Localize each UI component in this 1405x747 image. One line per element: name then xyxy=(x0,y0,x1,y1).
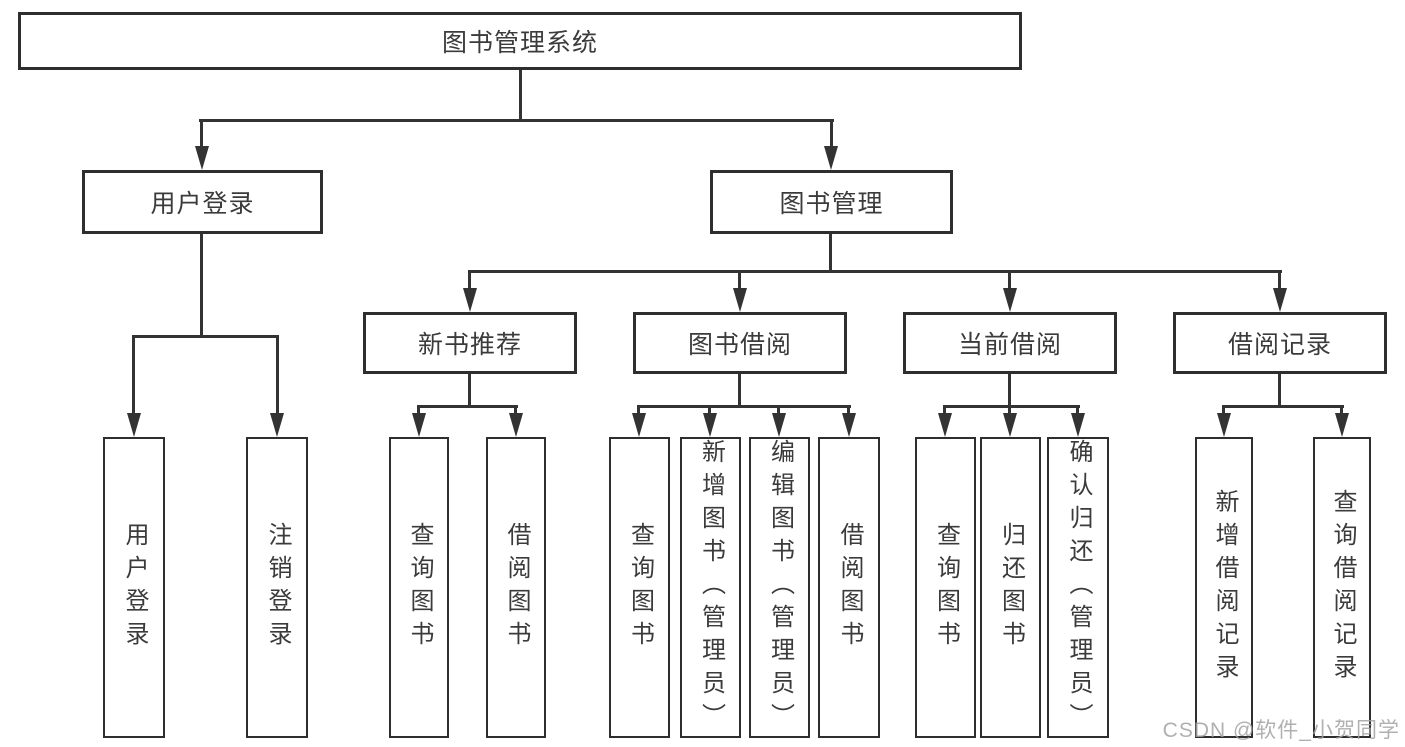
arrow-down-icon xyxy=(1217,413,1231,437)
node-label: 编辑图书（管理员） xyxy=(766,439,794,736)
node-borrowing-records: 借阅记录 xyxy=(1173,312,1387,374)
node-library-management-system: 图书管理系统 xyxy=(18,12,1022,70)
arrow-down-icon xyxy=(938,413,952,437)
arrow-down-icon xyxy=(270,413,284,437)
node-label: 借阅图书 xyxy=(836,521,863,654)
connector-line xyxy=(830,119,833,149)
node-label: 图书管理系统 xyxy=(441,29,598,57)
connector-line xyxy=(1278,374,1281,408)
connector-line xyxy=(943,405,1080,408)
node-label: 新增借阅记录 xyxy=(1211,488,1238,687)
connector-line xyxy=(708,405,711,415)
node-leaf-query-books-borrow: 查询图书 xyxy=(609,437,670,738)
node-book-management: 图书管理 xyxy=(710,170,953,234)
arrow-down-icon xyxy=(842,413,856,437)
node-label: 图书管理 xyxy=(779,190,884,218)
node-label: 查询借阅记录 xyxy=(1329,488,1356,687)
node-label: 查询图书 xyxy=(626,521,654,654)
connector-line xyxy=(1076,405,1079,415)
node-leaf-user-login: 用户登录 xyxy=(103,437,165,738)
node-label: 新增图书（管理员） xyxy=(697,439,725,736)
node-label: 查询图书 xyxy=(932,521,960,654)
connector-line xyxy=(738,374,741,408)
arrow-down-icon xyxy=(733,288,747,312)
connector-line xyxy=(1222,405,1344,408)
connector-line xyxy=(1340,405,1343,415)
node-leaf-borrow-books: 借阅图书 xyxy=(818,437,880,738)
node-leaf-query-books-current: 查询图书 xyxy=(915,437,976,738)
node-leaf-query-books-recommend: 查询图书 xyxy=(389,437,449,738)
node-leaf-borrow-books-recommend: 借阅图书 xyxy=(486,437,546,738)
connector-line xyxy=(1008,405,1011,415)
node-leaf-add-books-admin: 新增图书（管理员） xyxy=(680,437,741,738)
connector-line xyxy=(417,405,420,415)
connector-line xyxy=(777,405,780,415)
arrow-down-icon xyxy=(1273,288,1287,312)
connector-line xyxy=(943,405,946,415)
connector-line xyxy=(132,335,279,338)
arrow-down-icon xyxy=(1003,288,1017,312)
connector-line xyxy=(132,335,135,415)
connector-line xyxy=(200,119,203,149)
node-label: 当前借阅 xyxy=(957,331,1062,359)
node-leaf-add-borrow-record: 新增借阅记录 xyxy=(1195,437,1253,738)
connector-line xyxy=(637,405,640,415)
node-label: 注销登录 xyxy=(264,521,291,654)
node-leaf-logout: 注销登录 xyxy=(246,437,308,738)
connector-line xyxy=(417,405,518,408)
node-label: 归还图书 xyxy=(997,521,1025,654)
node-leaf-confirm-return-admin: 确认归还（管理员） xyxy=(1047,437,1109,738)
arrow-down-icon xyxy=(703,413,717,437)
node-user-login: 用户登录 xyxy=(82,170,323,234)
arrow-down-icon xyxy=(1335,413,1349,437)
connector-line xyxy=(829,234,832,272)
node-label: 用户登录 xyxy=(150,190,255,218)
connector-line xyxy=(738,270,741,290)
connector-line xyxy=(1008,374,1011,408)
arrow-down-icon xyxy=(127,413,141,437)
connector-line xyxy=(468,374,471,408)
connector-line xyxy=(847,405,850,415)
arrow-down-icon xyxy=(463,288,477,312)
arrow-down-icon xyxy=(772,413,786,437)
connector-line xyxy=(200,234,203,337)
connector-line xyxy=(1222,405,1225,415)
connector-line xyxy=(199,119,834,122)
connector-line xyxy=(514,405,517,415)
arrow-down-icon xyxy=(1003,413,1017,437)
watermark-text: CSDN @软件_小贺同学 xyxy=(1162,719,1400,742)
arrow-down-icon xyxy=(824,146,838,170)
node-label: 图书借阅 xyxy=(687,331,792,359)
arrow-down-icon xyxy=(509,413,523,437)
node-label: 借阅记录 xyxy=(1227,331,1332,359)
node-label: 新书推荐 xyxy=(417,331,522,359)
node-leaf-edit-books-admin: 编辑图书（管理员） xyxy=(749,437,810,738)
arrow-down-icon xyxy=(412,413,426,437)
arrow-down-icon xyxy=(1071,413,1085,437)
node-label: 查询图书 xyxy=(406,521,433,654)
connector-line xyxy=(519,70,522,122)
arrow-down-icon xyxy=(632,413,646,437)
connector-line xyxy=(468,270,471,290)
node-label: 用户登录 xyxy=(121,521,148,654)
connector-line xyxy=(1278,270,1281,290)
node-book-borrowing: 图书借阅 xyxy=(633,312,847,374)
node-label: 确认归还（管理员） xyxy=(1065,439,1092,736)
node-leaf-query-borrow-record: 查询借阅记录 xyxy=(1313,437,1371,738)
arrow-down-icon xyxy=(195,146,209,170)
connector-line xyxy=(276,335,279,415)
node-label: 借阅图书 xyxy=(503,521,530,654)
node-current-borrowing: 当前借阅 xyxy=(903,312,1117,374)
node-leaf-return-books: 归还图书 xyxy=(980,437,1041,738)
connector-line xyxy=(1008,270,1011,290)
connector-line xyxy=(637,405,851,408)
connector-line xyxy=(468,270,1282,273)
node-new-book-recommendation: 新书推荐 xyxy=(363,312,577,374)
